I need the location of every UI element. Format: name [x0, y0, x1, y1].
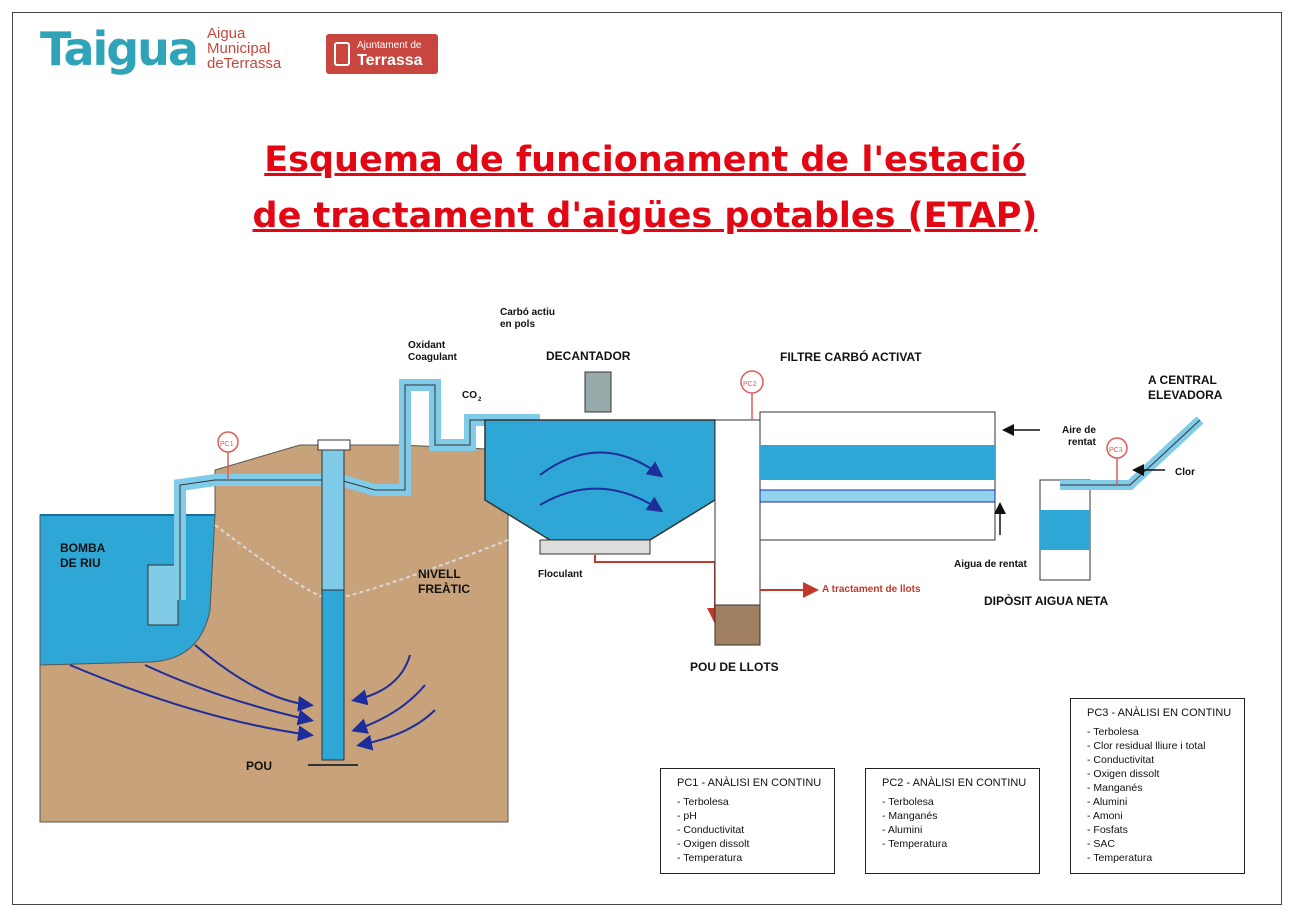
- decanter-drive: [584, 371, 612, 413]
- list-item: Conductivitat: [677, 823, 834, 837]
- label-carbo-2: en pols: [500, 319, 535, 330]
- label-pou-llots: POU DE LLOTS: [690, 660, 779, 674]
- ajuntament-logo: Ajuntament de Terrassa: [326, 34, 438, 74]
- list-item: Manganés: [1087, 781, 1244, 795]
- flow-arrow: [356, 709, 436, 751]
- logo-sub-line: Aigua: [207, 25, 246, 42]
- ajuntament-line1: Ajuntament de: [357, 40, 422, 51]
- label-diposit: DIPÒSIT AIGUA NETA: [984, 593, 1109, 608]
- well-cap: [317, 439, 351, 451]
- label-decantador: DECANTADOR: [546, 349, 631, 363]
- list-item: Conductivitat: [1087, 753, 1244, 767]
- label-nivell-2: FREÀTIC: [418, 581, 470, 596]
- list-item: SAC: [1087, 837, 1244, 851]
- flow-arrow: [144, 664, 314, 726]
- label-central-1: A CENTRAL: [1148, 373, 1217, 387]
- pc2-label: PC2: [743, 381, 757, 388]
- list-item: Oxigen dissolt: [1087, 767, 1244, 781]
- page-title-line2: de tractament d'aigües potables (ETAP): [252, 196, 1038, 236]
- label-floculant: Floculant: [538, 569, 583, 580]
- page-title-line1: Esquema de funcionament de l'estació: [264, 140, 1026, 180]
- deposit-water: [1040, 510, 1090, 550]
- page-frame: [12, 12, 1282, 905]
- logo-sub-line: Municipal: [207, 40, 271, 57]
- pc3-analysis-box: PC3 - ANÀLISI EN CONTINU Terbolesa Clor …: [1070, 698, 1245, 874]
- pc2-analysis-box: PC2 - ANÀLISI EN CONTINU Terbolesa Manga…: [865, 768, 1040, 874]
- list-item: Temperatura: [677, 851, 834, 865]
- flow-arrow: [351, 654, 411, 706]
- river-pump: [147, 564, 179, 626]
- list-item: Fosfats: [1087, 823, 1244, 837]
- water-table-curve: [214, 524, 509, 602]
- filter-bed: [759, 489, 996, 503]
- decanter-tank: [484, 419, 716, 541]
- label-central-2: ELEVADORA: [1148, 388, 1223, 402]
- pc1-analysis-box: PC1 - ANÀLISI EN CONTINU Terbolesa pH Co…: [660, 768, 835, 874]
- list-item: pH: [677, 809, 834, 823]
- label-oxidant-1: Oxidant: [408, 340, 446, 351]
- probe-pc3: [1106, 437, 1128, 485]
- well-water: [321, 589, 345, 761]
- sludge-well-content: [714, 604, 761, 646]
- list-item: Clor residual lliure i total: [1087, 739, 1244, 753]
- label-co2-sub: 2: [478, 397, 482, 403]
- taigua-logo: Taigua: [40, 22, 199, 76]
- list-item: Temperatura: [1087, 851, 1244, 865]
- filter-water: [760, 445, 995, 480]
- probe-pc2: [740, 370, 764, 420]
- list-item: Manganés: [882, 809, 1039, 823]
- pc1-label: PC1: [220, 441, 234, 448]
- sludge-pipe: [594, 555, 723, 624]
- pc1-box-title: PC1 - ANÀLISI EN CONTINU: [677, 777, 822, 789]
- logo-sub-line: deTerrassa: [207, 55, 282, 72]
- list-item: Oxigen dissolt: [677, 837, 834, 851]
- coat-of-arms-icon: [334, 42, 350, 66]
- probe-pc1: [217, 431, 239, 480]
- pc2-item-list: Terbolesa Manganés Alumini Temperatura: [866, 795, 1039, 851]
- list-item: Terbolesa: [882, 795, 1039, 809]
- label-pou: POU: [246, 759, 272, 773]
- pc3-box-title: PC3 - ANÀLISI EN CONTINU: [1087, 707, 1232, 719]
- list-item: Alumini: [882, 823, 1039, 837]
- flow-arrow: [194, 644, 314, 712]
- list-item: Terbolesa: [677, 795, 834, 809]
- label-oxidant-2: Coagulant: [408, 352, 458, 363]
- pc3-item-list: Terbolesa Clor residual lliure i total C…: [1071, 725, 1244, 865]
- label-aigua-rentat: Aigua de rentat: [954, 559, 1027, 570]
- decanter-base: [539, 539, 651, 555]
- list-item: Amoni: [1087, 809, 1244, 823]
- pc2-box-title: PC2 - ANÀLISI EN CONTINU: [882, 777, 1027, 789]
- label-nivell-1: NIVELL: [418, 567, 461, 581]
- label-carbo-1: Carbó actiu: [500, 307, 555, 318]
- list-item: Alumini: [1087, 795, 1244, 809]
- label-aire-1: Aire de: [1062, 425, 1096, 436]
- label-clor: Clor: [1175, 467, 1195, 478]
- flow-arrow: [351, 684, 426, 734]
- label-aire-2: rentat: [1068, 437, 1096, 448]
- list-item: Temperatura: [882, 837, 1039, 851]
- pc3-label: PC3: [1109, 447, 1123, 454]
- flow-arrow: [69, 664, 314, 742]
- label-tractament-llots: A tractament de llots: [822, 584, 921, 595]
- label-filtre: FILTRE CARBÓ ACTIVAT: [780, 349, 922, 364]
- label-bomba-2: DE RIU: [60, 556, 101, 570]
- taigua-logo-subtitle: Aigua Municipal deTerrassa: [207, 26, 281, 71]
- label-bomba-1: BOMBA: [60, 541, 106, 555]
- pc1-item-list: Terbolesa pH Conductivitat Oxigen dissol…: [661, 795, 834, 865]
- label-co2: CO: [462, 390, 477, 401]
- list-item: Terbolesa: [1087, 725, 1244, 739]
- river-water: [39, 514, 216, 666]
- ajuntament-line2: Terrassa: [357, 52, 423, 69]
